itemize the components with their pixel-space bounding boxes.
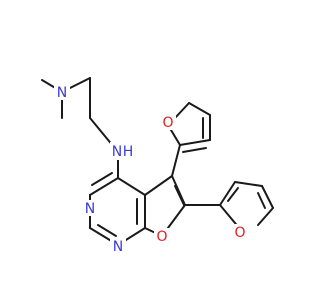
atom-label-n-ring-top: N (85, 201, 95, 217)
bond (174, 185, 185, 206)
bond (174, 102, 190, 119)
atom-label-n-nh: N (112, 144, 122, 160)
atom-label-o-furan-fused: O (156, 229, 167, 245)
bond (117, 177, 146, 196)
atom-label-n-ring-bot: N (113, 239, 123, 255)
bond (257, 192, 266, 209)
molecule-diagram: N N H N N O O O (41, 77, 274, 255)
atom-label-n-amine: N (57, 85, 67, 101)
bond (188, 102, 211, 116)
bond (171, 175, 186, 206)
bond (261, 185, 274, 209)
bond (257, 207, 274, 226)
atom-label-o-furyl-upper: O (162, 115, 173, 131)
atom-label-h-nh: H (123, 144, 134, 160)
bond (234, 181, 263, 187)
bond (227, 187, 239, 202)
bond (89, 177, 119, 196)
bond (219, 181, 236, 206)
bond (144, 175, 173, 196)
bond (91, 172, 113, 186)
bond (171, 144, 181, 177)
bond (97, 224, 117, 237)
atom-label-o-furyl-right: O (234, 225, 245, 241)
bond (179, 139, 211, 146)
atom-labels: N N H N N O O O (54, 84, 248, 255)
bonds (41, 77, 274, 246)
bond (182, 147, 207, 153)
